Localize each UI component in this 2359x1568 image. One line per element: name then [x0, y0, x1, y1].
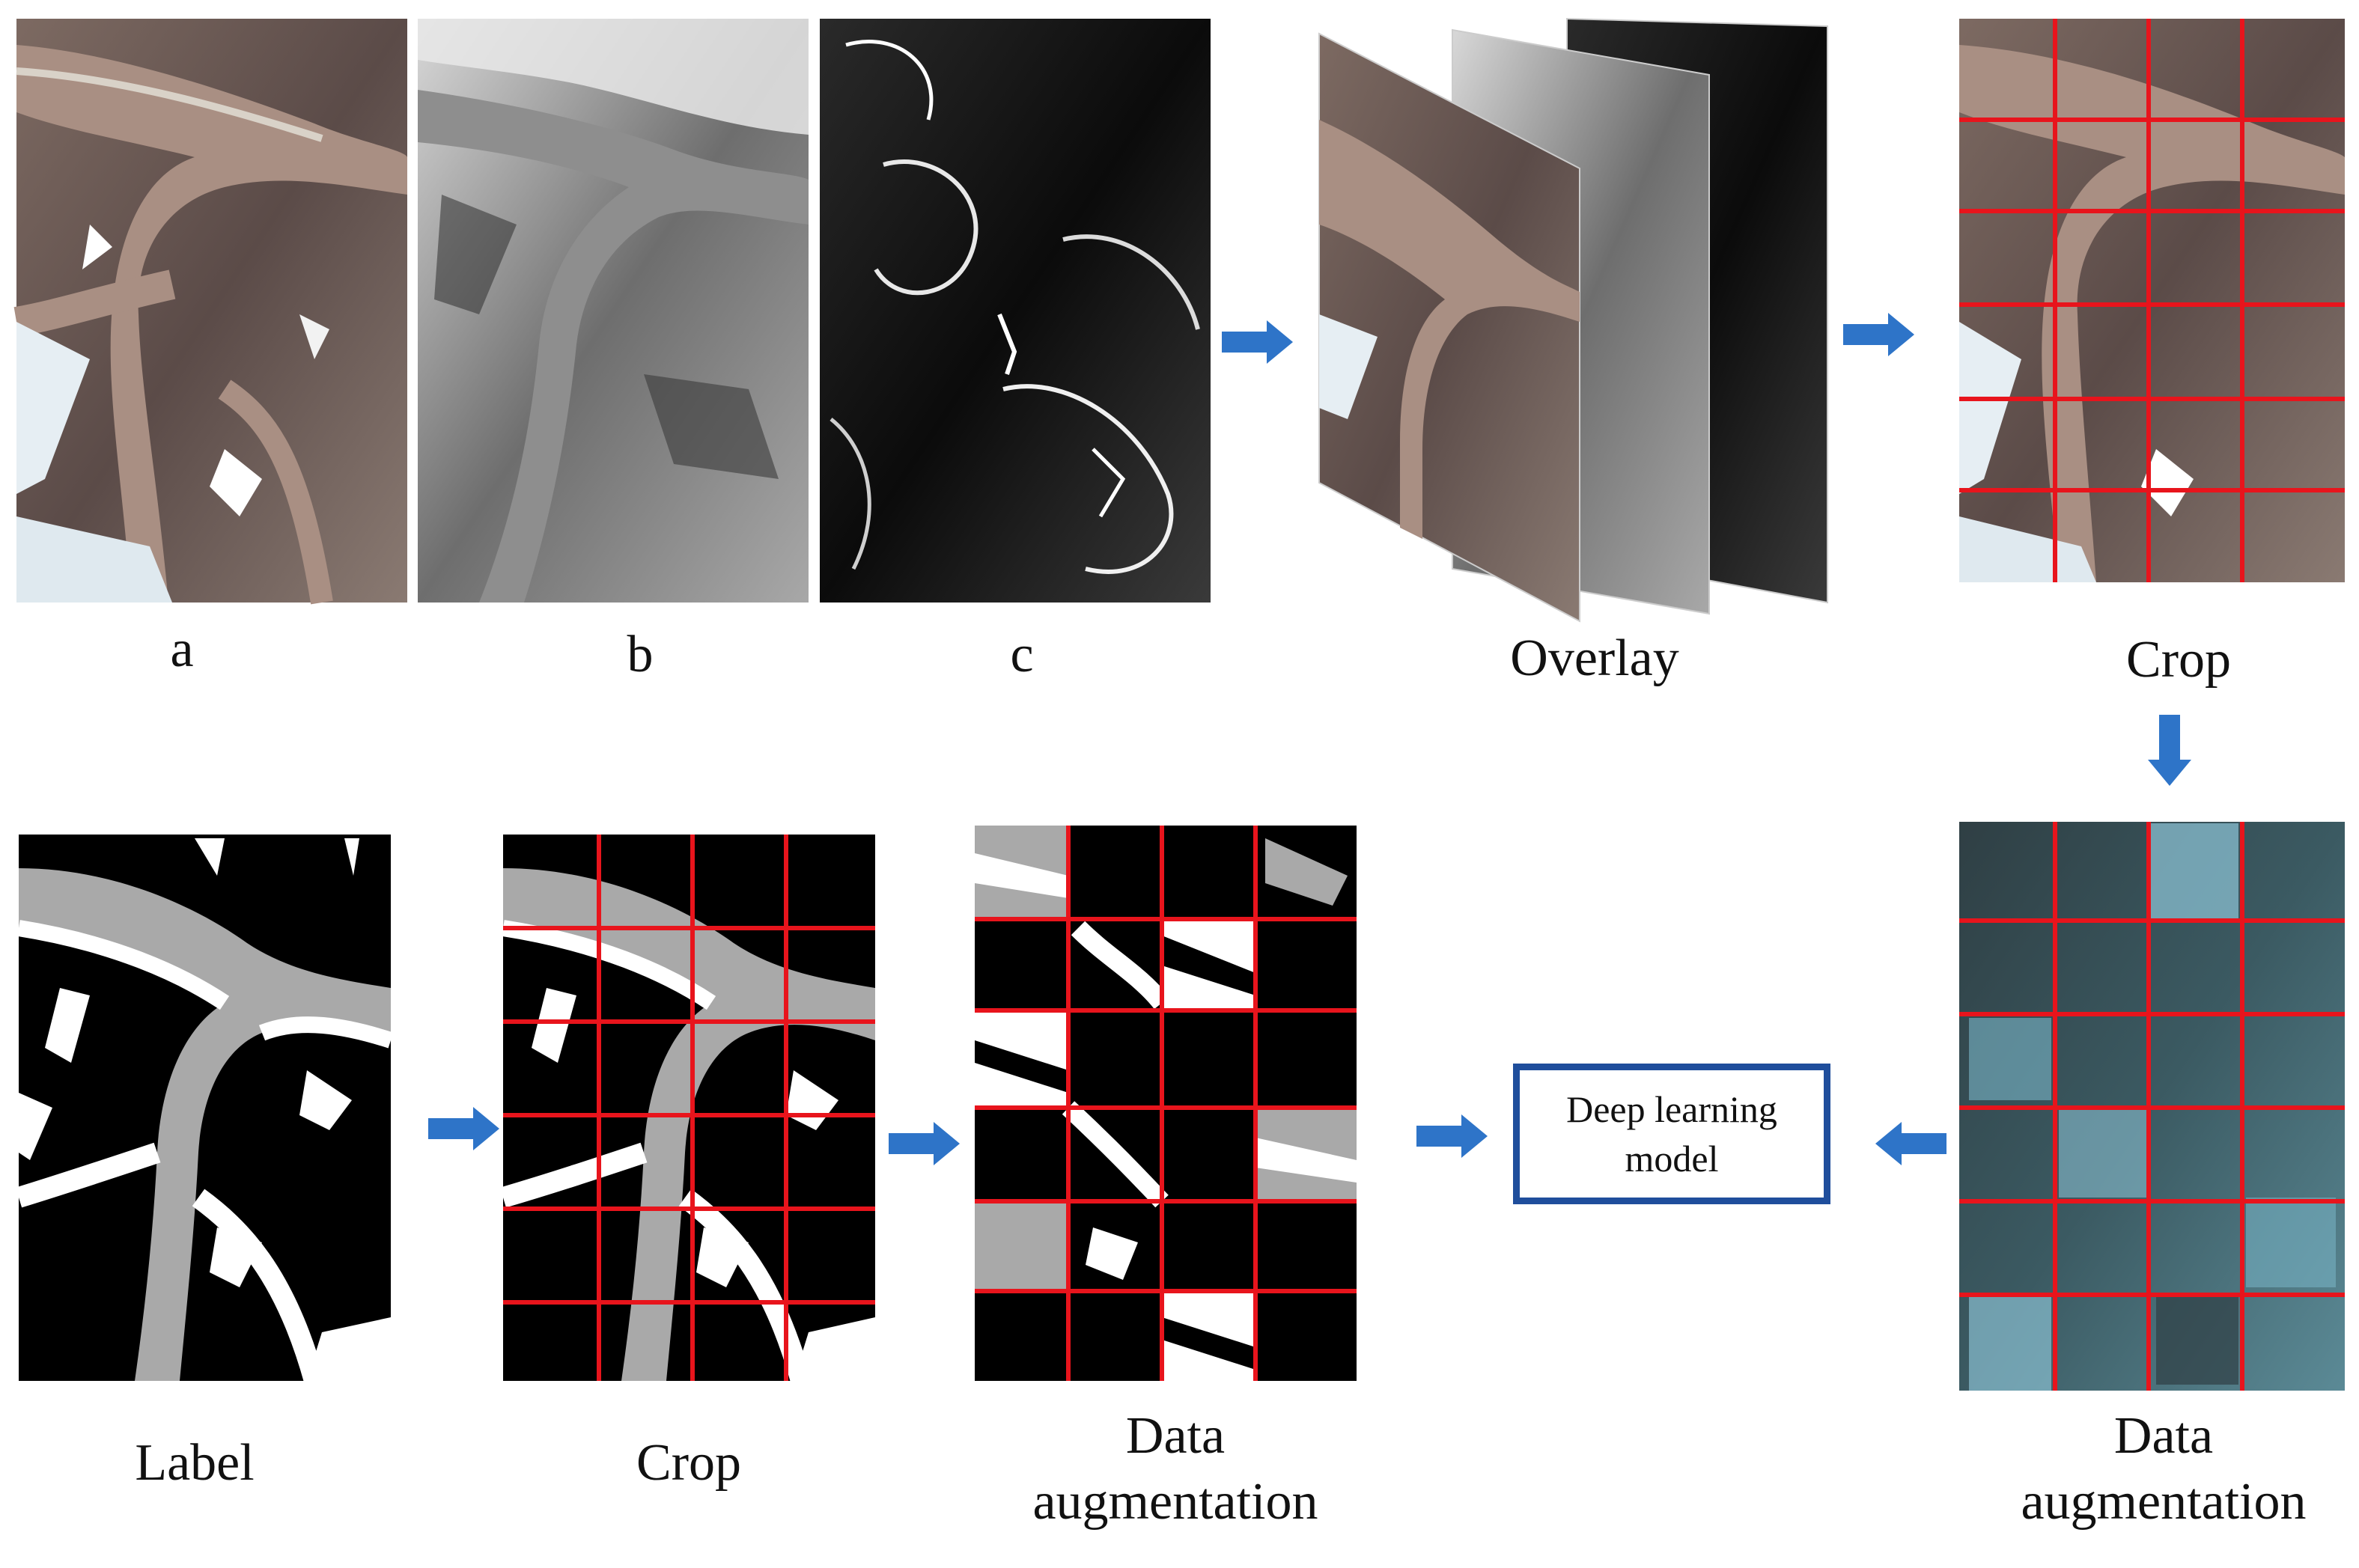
panel-c-label: c — [1010, 626, 1034, 683]
deep-learning-model-text: Deep learning model — [1566, 1088, 1777, 1180]
label-label: Label — [135, 1434, 255, 1492]
crop-mask-grid — [500, 835, 875, 1384]
panel-b-label: b — [627, 626, 654, 683]
arrow-right-icon — [889, 1122, 960, 1165]
arrow-right-icon — [1416, 1114, 1488, 1158]
augmented-mask-tiles — [975, 826, 1357, 1381]
crop-top-label: Crop — [2126, 631, 2231, 689]
panel-a-label: a — [170, 620, 194, 678]
arrow-right-icon — [1222, 320, 1293, 364]
augmentation-bottom-label: Data augmentation — [1032, 1407, 1318, 1531]
overlay-stack — [1318, 17, 1828, 623]
arrows — [428, 313, 2191, 1165]
image-a-rgb — [13, 19, 407, 605]
arrow-right-icon — [428, 1107, 499, 1150]
crop-bottom-label: Crop — [636, 1434, 741, 1492]
deep-learning-model-box: Deep learning model — [1513, 1064, 1830, 1204]
arrow-right-icon — [1843, 313, 1914, 356]
image-c-texture — [820, 19, 1211, 603]
augmentation-right-label: Data augmentation — [2021, 1407, 2307, 1531]
crop-rgb-grid — [1959, 19, 2345, 582]
overlay-label: Overlay — [1510, 629, 1679, 687]
arrow-down-icon — [2148, 715, 2191, 786]
augmented-rgb-tiles — [1959, 822, 2345, 1391]
image-b-dem — [418, 19, 809, 603]
arrow-left-icon — [1875, 1122, 1946, 1165]
label-mask — [15, 835, 394, 1384]
